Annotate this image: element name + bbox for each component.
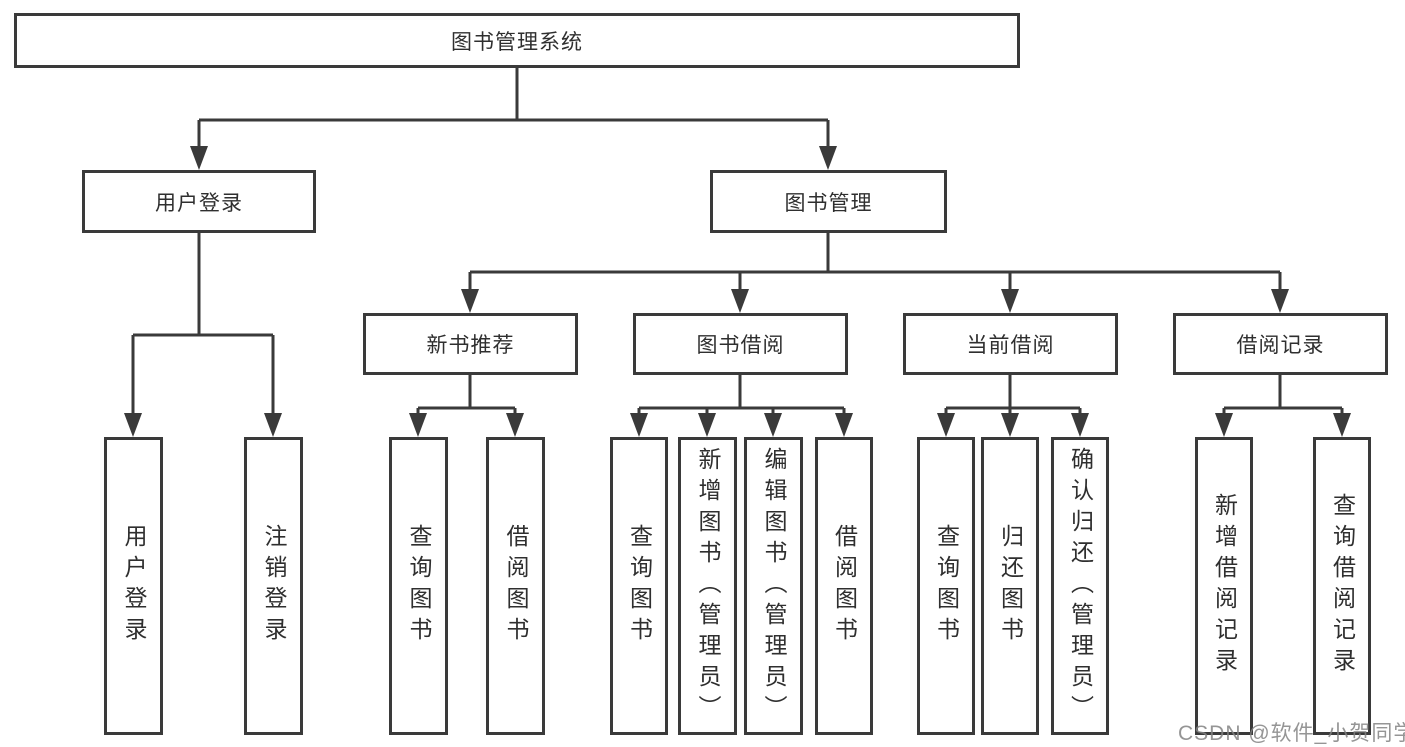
leaf-label: 新增借阅记录 — [1211, 493, 1238, 679]
leaf-label: 注销登录 — [261, 524, 287, 648]
leaf-logout: 注销登录 — [244, 437, 303, 735]
leaf-query-book-borrow: 查询图书 — [610, 437, 668, 735]
leaf-label: 用户登录 — [121, 524, 147, 648]
node-label: 借阅记录 — [1236, 334, 1325, 357]
leaf-add-book-admin: 新增图书（管理员） — [678, 437, 737, 735]
leaf-query-book-current: 查询图书 — [917, 437, 975, 735]
node-borrowing-records: 借阅记录 — [1173, 313, 1388, 375]
leaf-query-book-recommend: 查询图书 — [389, 437, 448, 735]
leaf-borrow-book-recommend: 借阅图书 — [486, 437, 545, 735]
leaf-label: 查询图书 — [626, 524, 653, 648]
node-root-label: 图书管理系统 — [451, 30, 583, 54]
leaf-edit-book-admin: 编辑图书（管理员） — [744, 437, 803, 735]
node-current-borrowing: 当前借阅 — [903, 313, 1118, 375]
node-book-borrowing: 图书借阅 — [633, 313, 848, 375]
node-label: 用户登录 — [155, 191, 243, 215]
node-label: 图书借阅 — [696, 334, 785, 357]
leaf-label: 查询借阅记录 — [1329, 493, 1356, 679]
leaf-label: 编辑图书（管理员） — [761, 446, 787, 726]
leaf-label: 借阅图书 — [831, 524, 858, 648]
leaf-query-borrow-record: 查询借阅记录 — [1313, 437, 1371, 735]
leaf-label: 查询图书 — [933, 524, 960, 648]
leaf-label: 查询图书 — [406, 524, 432, 648]
leaf-borrow-book: 借阅图书 — [815, 437, 873, 735]
node-book-management-branch: 图书管理 — [710, 170, 947, 233]
leaf-label: 确认归还（管理员） — [1067, 446, 1094, 726]
node-label: 图书管理 — [784, 191, 873, 215]
leaf-label: 借阅图书 — [503, 524, 529, 648]
node-user-login-branch: 用户登录 — [82, 170, 316, 233]
leaf-label: 归还图书 — [997, 524, 1024, 648]
node-root: 图书管理系统 — [14, 13, 1020, 68]
leaf-label: 新增图书（管理员） — [695, 446, 721, 726]
node-label: 新书推荐 — [426, 334, 515, 357]
arrowheads — [124, 146, 1351, 437]
leaf-confirm-return-admin: 确认归还（管理员） — [1051, 437, 1109, 735]
node-new-book-recommend: 新书推荐 — [363, 313, 578, 375]
node-label: 当前借阅 — [966, 334, 1055, 357]
leaf-user-login: 用户登录 — [104, 437, 163, 735]
csdn-watermark: CSDN @软件_小贺同学 — [1178, 722, 1405, 745]
leaf-return-book: 归还图书 — [981, 437, 1039, 735]
leaf-add-borrow-record: 新增借阅记录 — [1195, 437, 1253, 735]
